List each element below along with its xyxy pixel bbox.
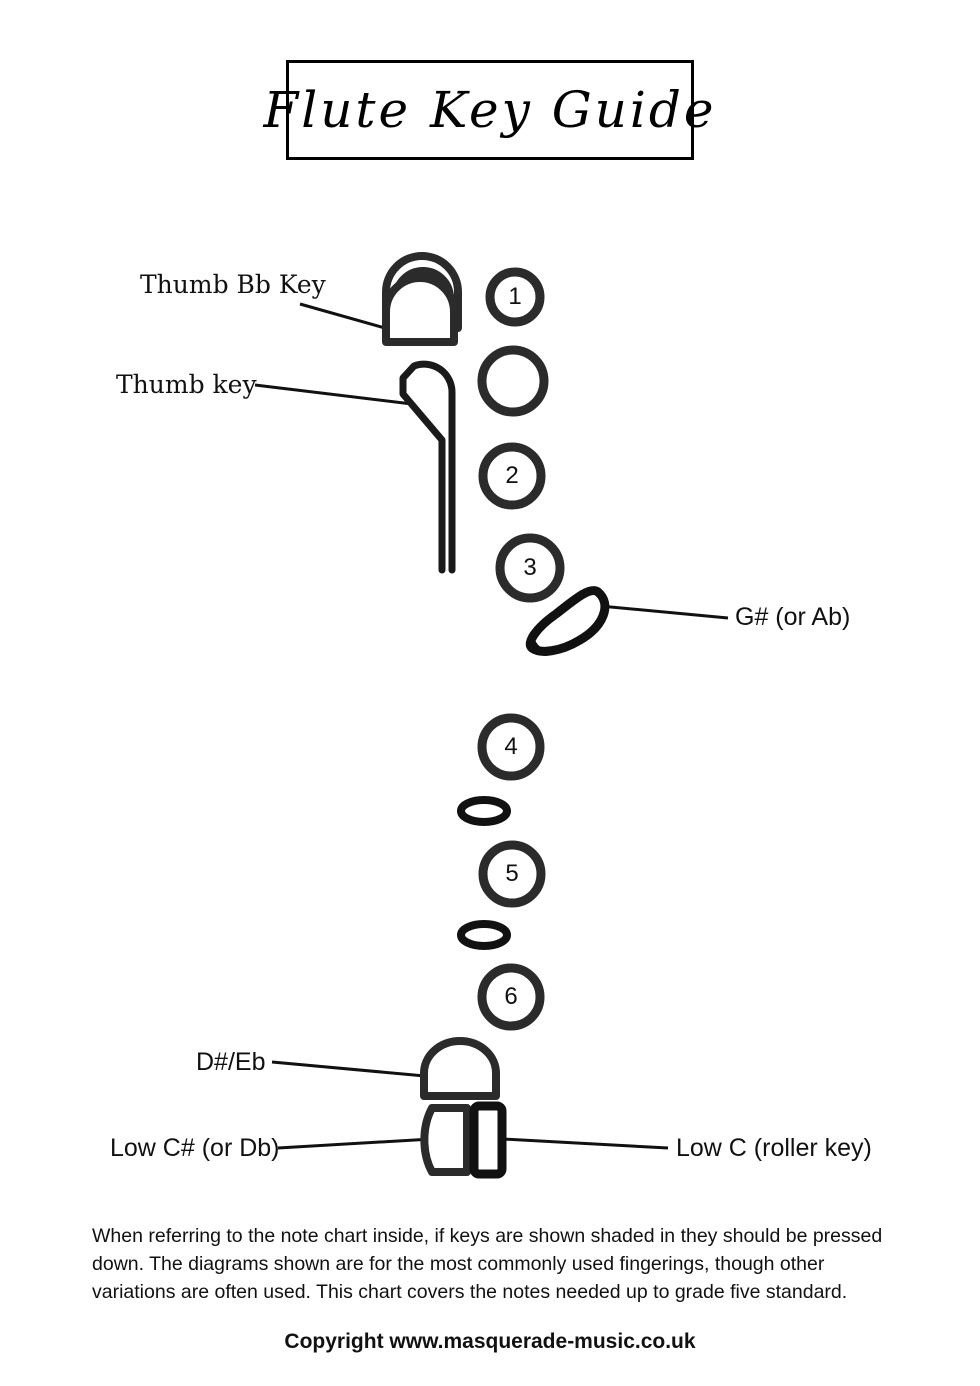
label-thumb-key: Thumb key	[116, 370, 257, 399]
copyright-line: Copyright www.masquerade-music.co.uk	[284, 1330, 696, 1353]
page-title: Flute Key Guide	[263, 81, 717, 139]
key-number-1: 1	[508, 283, 522, 310]
thumb-key-shape[interactable]	[399, 360, 456, 574]
g-sharp-key-shape[interactable]	[525, 586, 610, 656]
roller-lower-oval[interactable]	[457, 920, 511, 950]
leader-line-d-sharp	[271, 1060, 426, 1078]
label-low-c-sharp-key: Low C# (or Db)	[110, 1134, 280, 1162]
key-number-2: 2	[505, 462, 519, 489]
title-box: Flute Key Guide	[263, 60, 717, 160]
leader-line-g-sharp	[599, 604, 729, 620]
low-c-sharp-key-shape[interactable]	[420, 1104, 471, 1176]
label-thumb-bb-key: Thumb Bb Key	[140, 270, 326, 299]
leader-line-low-c-sharp	[277, 1137, 433, 1150]
leader-line-thumb-bb	[299, 302, 428, 342]
key-number-6: 6	[504, 983, 518, 1010]
roller-upper-oval[interactable]	[457, 796, 511, 826]
leader-line-low-c	[502, 1137, 669, 1150]
footer-note: When referring to the note chart inside,…	[92, 1225, 883, 1303]
d-sharp-eb-key-shape[interactable]	[420, 1037, 500, 1100]
key-number-3: 3	[523, 554, 537, 581]
low-c-roller-key-shape[interactable]	[469, 1101, 507, 1179]
thumb-bb-key-shape[interactable]	[382, 252, 462, 346]
leader-line-thumb-key	[254, 383, 413, 406]
label-low-c-roller-key: Low C (roller key)	[676, 1134, 872, 1162]
key-trill-ring[interactable]	[477, 345, 549, 417]
key-number-5: 5	[505, 860, 519, 887]
label-g-sharp-key: G# (or Ab)	[735, 603, 851, 631]
label-d-sharp-eb-key: D#/Eb	[196, 1048, 266, 1076]
key-number-4: 4	[504, 733, 518, 760]
